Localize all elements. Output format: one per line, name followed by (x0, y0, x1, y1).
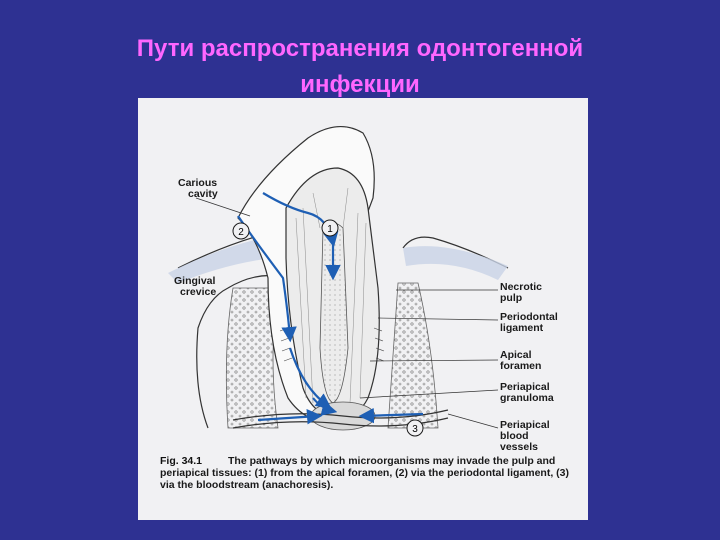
figure-caption: The pathways by which microorganisms may… (160, 455, 570, 491)
figure-caption-label: Fig. 34.1 (160, 455, 203, 467)
label-carious-cavity: Carious cavity (178, 177, 218, 200)
label-apical-foramen: Apical foramen (500, 349, 542, 372)
label-periodontal-ligament: Periodontal ligament (500, 311, 558, 334)
pathway-3-label: 3 (412, 424, 418, 435)
label-gingival-crevice: Gingival crevice (174, 275, 217, 298)
label-periapical-blood-vessels: Periapical blood vessels (500, 419, 550, 453)
tooth-diagram-figure: 1 2 3 Carious cavity Gingival crevice Ne… (138, 98, 588, 520)
slide-title-line-1: Пути распространения одонтогенной (136, 35, 584, 62)
pathway-1-label: 1 (327, 224, 333, 235)
label-periapical-granuloma: Periapical granuloma (500, 381, 554, 404)
label-necrotic-pulp: Necrotic pulp (500, 281, 543, 304)
slide-title-line-2: инфекции (300, 71, 420, 98)
pathway-2-label: 2 (238, 227, 244, 238)
tooth-diagram-illustration: 1 2 3 (168, 126, 509, 437)
